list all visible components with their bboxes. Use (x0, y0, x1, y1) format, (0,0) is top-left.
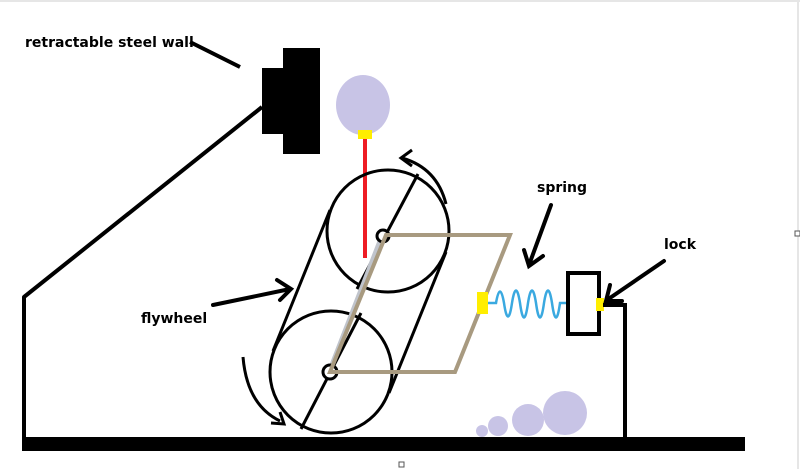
resize-handle-bottom[interactable] (398, 461, 405, 468)
rotation-arrow-top (401, 156, 448, 205)
lock-pointer-arrow (603, 259, 666, 303)
lock-box (566, 271, 601, 336)
support-arm (22, 105, 264, 437)
bubble-small (476, 425, 488, 437)
bubble-large (512, 404, 544, 436)
retractable-steel-wall-label: retractable steel wall (25, 35, 194, 51)
retractable-steel-wall (262, 48, 320, 154)
spring-label: spring (537, 180, 588, 196)
drum-left-edge (271, 209, 332, 352)
lock-post (603, 303, 627, 437)
ground-platform (22, 437, 745, 451)
wall-pointer-line (189, 40, 241, 69)
spring-coil (488, 289, 570, 319)
rotation-arrowhead-top (398, 148, 413, 168)
bubbles (476, 391, 587, 437)
spring-left-clamp (477, 292, 488, 314)
bubble-medium (488, 416, 508, 436)
balloon-clip (358, 130, 372, 139)
spring-pointer-arrow (522, 203, 553, 270)
bubble-xlarge (543, 391, 587, 435)
resize-handle-right[interactable] (794, 230, 800, 237)
balloon (336, 75, 390, 135)
rotation-arrowhead-bottom (270, 411, 287, 426)
flywheel-pointer-arrow (211, 278, 295, 307)
lock-label: lock (664, 237, 697, 253)
linkage-frame (327, 233, 513, 374)
lock-clamp (596, 298, 604, 311)
rotation-arrow-bottom (241, 356, 281, 423)
drum-right-edge (387, 251, 448, 394)
flywheel-label: flywheel (141, 311, 208, 327)
flywheel-top-disc (325, 168, 451, 294)
